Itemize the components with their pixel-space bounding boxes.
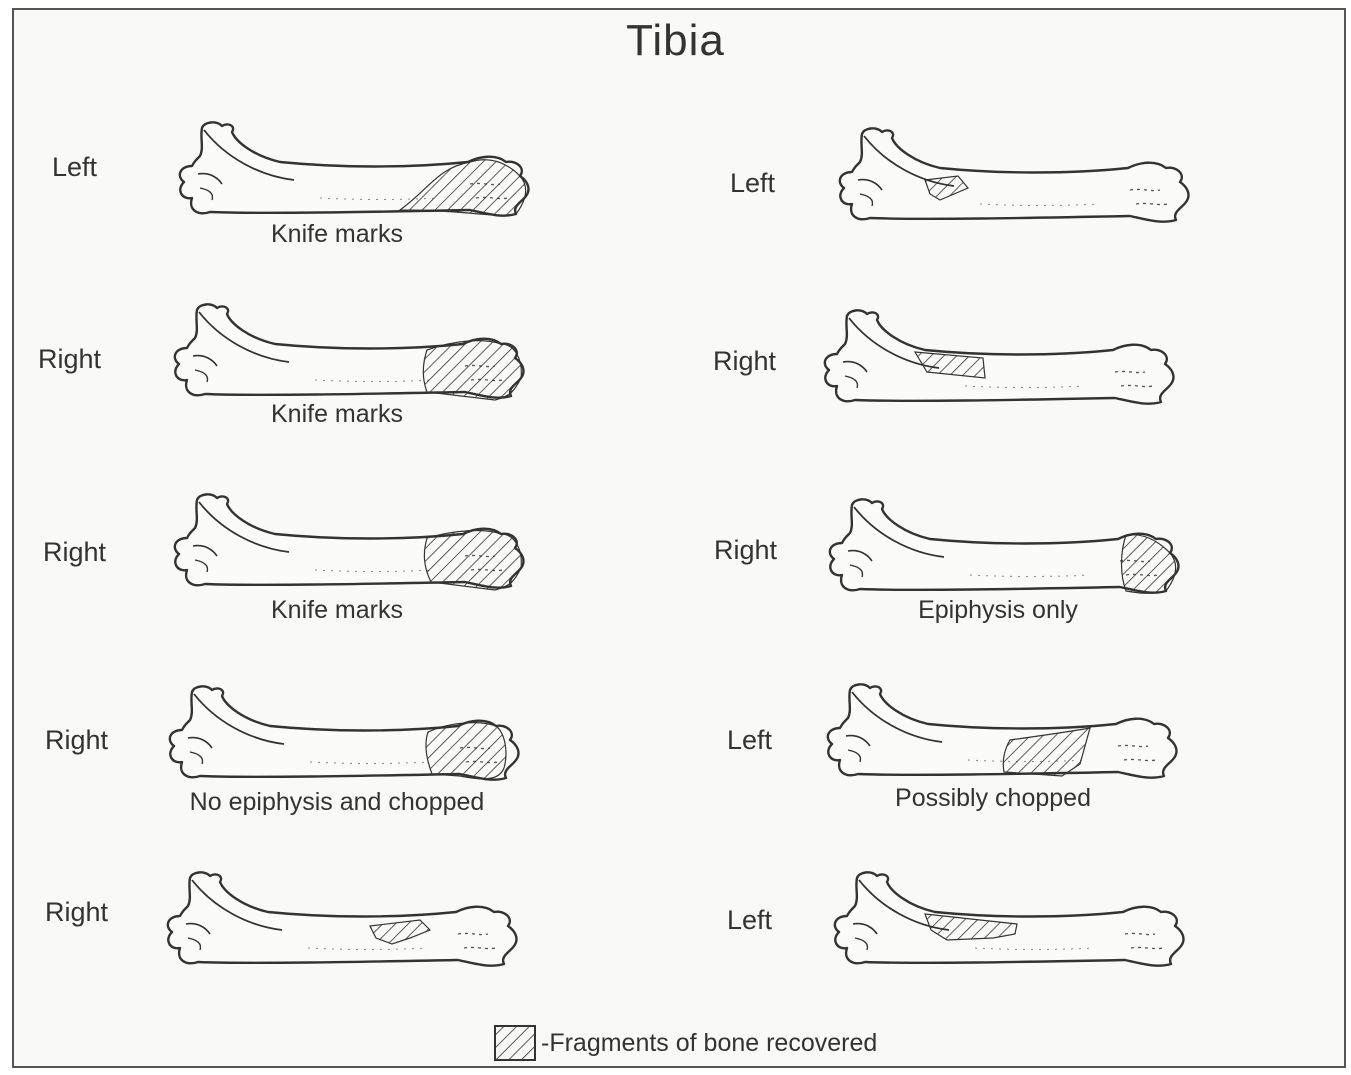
tibia-bone-drawing (815, 306, 1175, 426)
specimen-caption: Knife marks (271, 400, 403, 429)
recovered-fragment-hatch (423, 341, 521, 400)
tibia-bone-drawing (825, 868, 1185, 988)
side-label: Right (43, 537, 106, 568)
side-label: Right (45, 725, 108, 756)
side-label: Right (714, 535, 777, 566)
tibia-bone-drawing (818, 680, 1178, 800)
side-label: Right (713, 346, 776, 377)
specimen-caption: Knife marks (271, 220, 403, 249)
specimen-caption: No epiphysis and chopped (190, 788, 485, 817)
side-label: Right (45, 897, 108, 928)
side-label: Left (727, 905, 772, 936)
recovered-fragment-hatch (426, 723, 506, 779)
specimen-caption: Possibly chopped (895, 784, 1091, 813)
side-label: Left (730, 168, 775, 199)
side-label: Right (38, 344, 101, 375)
tibia-bone-drawing (165, 490, 525, 610)
hatch-legend-swatch (493, 1024, 537, 1062)
specimen-caption: Knife marks (271, 596, 403, 625)
side-label: Left (727, 725, 772, 756)
tibia-bone-drawing (830, 124, 1190, 244)
specimen-caption: Epiphysis only (918, 596, 1078, 625)
tibia-bone-drawing (160, 682, 520, 802)
side-label: Left (52, 152, 97, 183)
legend-label: -Fragments of bone recovered (541, 1029, 877, 1058)
recovered-fragment-hatch (424, 531, 521, 590)
tibia-bone-drawing (158, 868, 518, 988)
figure-title: Tibia (0, 16, 1351, 66)
